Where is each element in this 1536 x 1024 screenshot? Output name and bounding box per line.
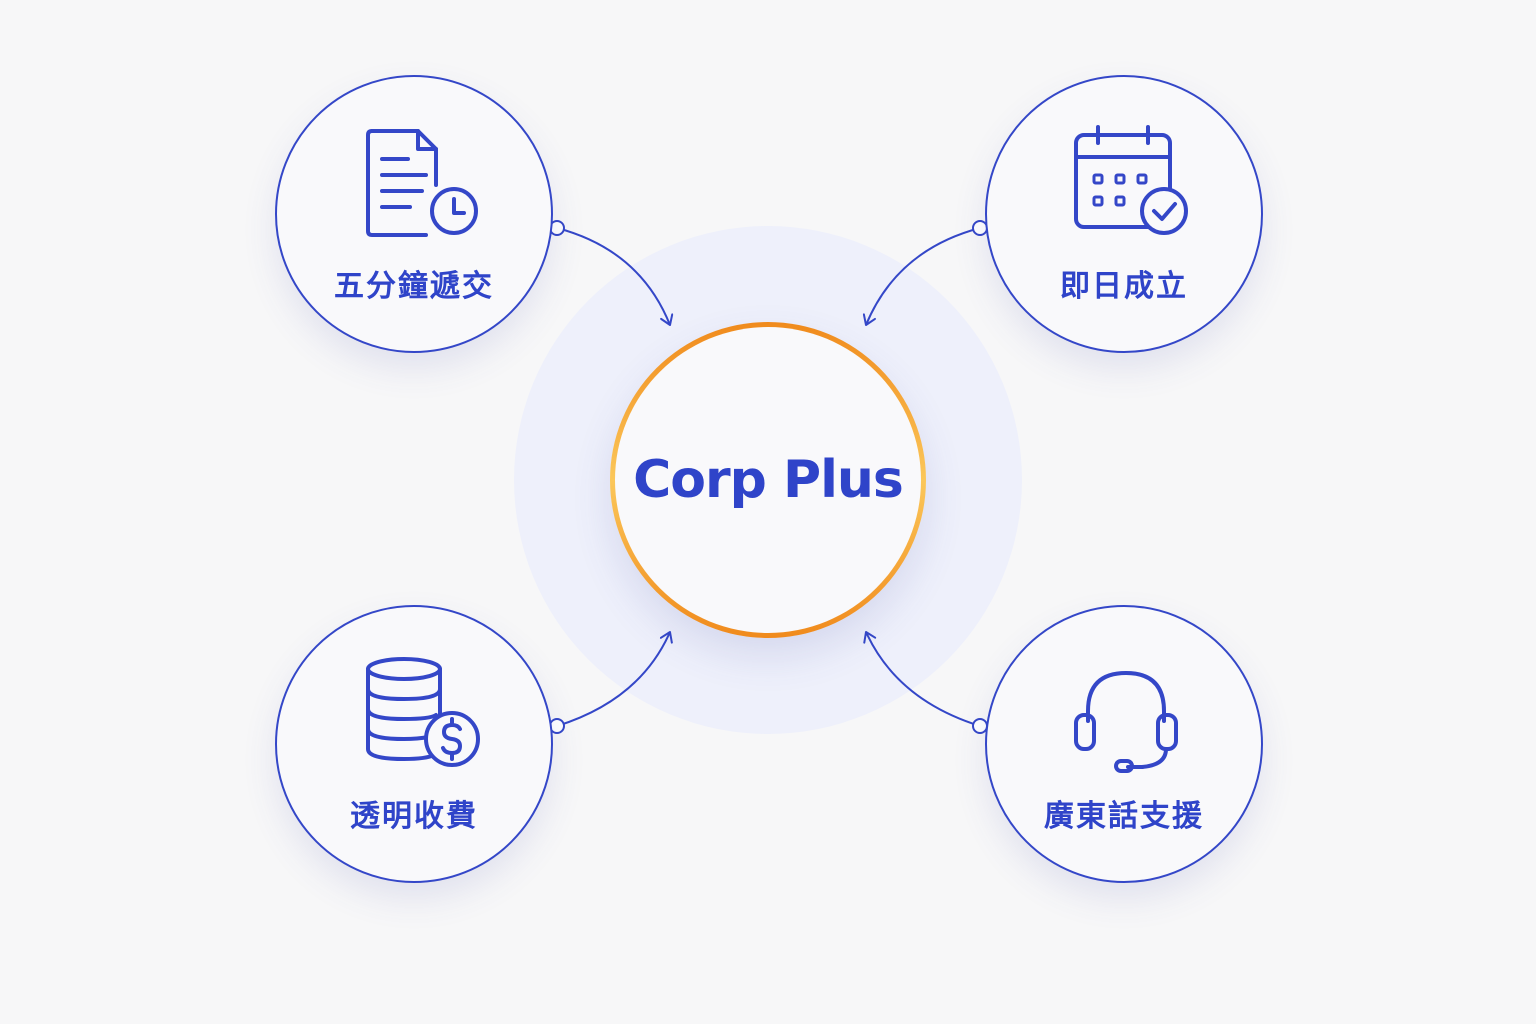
feature-label: 即日成立 bbox=[1060, 269, 1188, 304]
center-node-inner: Corp Plus bbox=[615, 327, 921, 633]
feature-node-same-day: 即日成立 bbox=[985, 75, 1263, 353]
document-clock-icon bbox=[366, 129, 478, 237]
calendar-check-icon bbox=[1074, 125, 1188, 235]
center-label: Corp Plus bbox=[633, 450, 904, 510]
feature-node-transparent-fees: 透明收費 bbox=[275, 605, 553, 883]
feature-label: 透明收費 bbox=[350, 799, 478, 834]
center-node: Corp Plus bbox=[610, 322, 926, 638]
coins-dollar-icon bbox=[366, 657, 480, 767]
feature-node-submit: 五分鐘遞交 bbox=[275, 75, 553, 353]
headset-icon bbox=[1074, 671, 1178, 773]
feature-label: 廣東話支援 bbox=[1044, 799, 1204, 834]
feature-node-cantonese-support: 廣東話支援 bbox=[985, 605, 1263, 883]
feature-label: 五分鐘遞交 bbox=[334, 269, 494, 304]
